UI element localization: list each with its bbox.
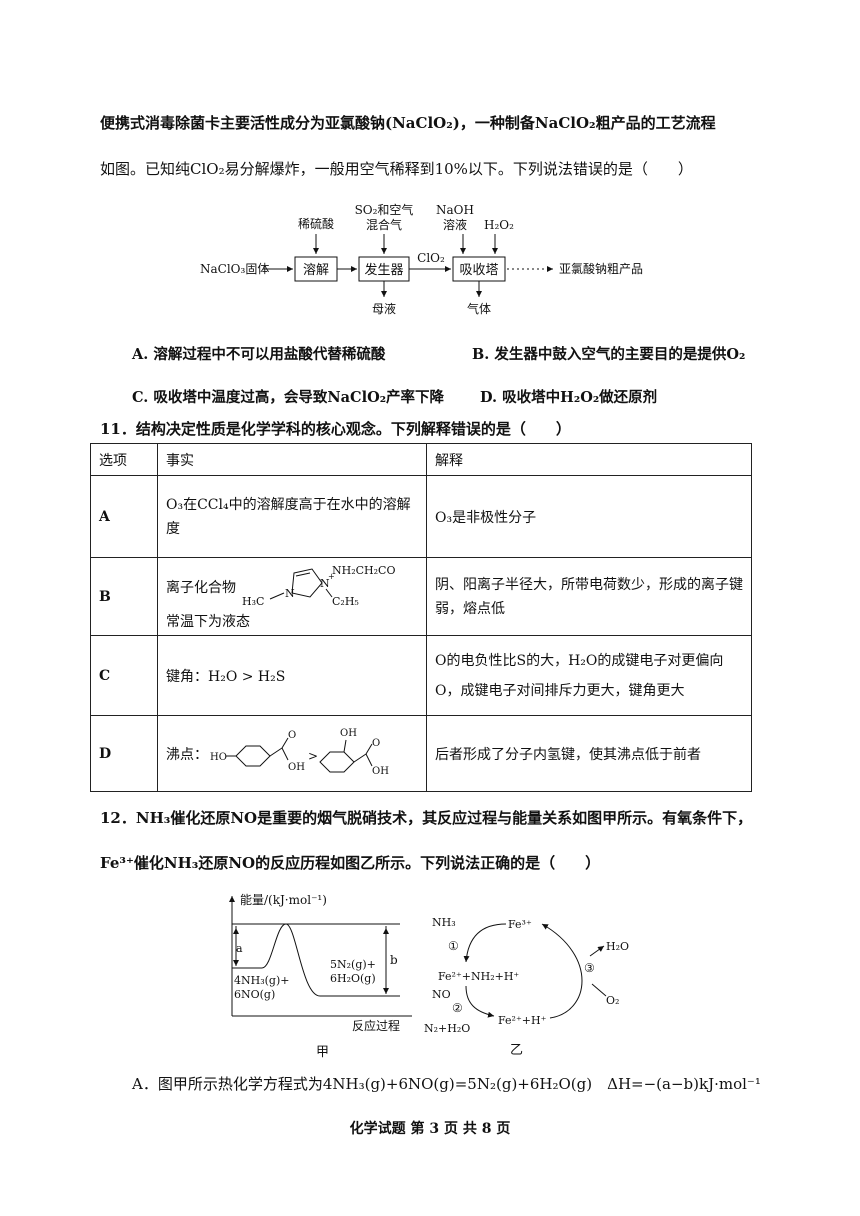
row-c-option: C (90, 635, 158, 716)
products-line2: 6H₂O(g) (330, 972, 376, 985)
q10-option-a: A. 溶解过程中不可以用盐酸代替稀硫酸 (132, 346, 386, 363)
fig1-caption: 甲 (316, 1045, 329, 1060)
q10-option-d: D. 吸收塔中H₂O₂做还原剂 (480, 389, 658, 406)
svg-text:O: O (288, 730, 296, 741)
x-axis-label: 反应过程 (352, 1018, 400, 1033)
svg-text:H₃C: H₃C (242, 595, 264, 608)
q10-line1: 便携式消毒除菌卡主要活性成分为亚氯酸钠(NaClO₂)，一种制备NaClO₂粗产… (100, 114, 716, 132)
row-c-fact: 键角：H₂O > H₂S (157, 635, 427, 716)
cycle-nh3: NH₃ (432, 916, 456, 929)
q11-table: 选项 事实 解释 A O₃在CCl₄中的溶解度高于在水中的溶解度 O₃是非极性分… (90, 443, 752, 792)
q10-line2: 如图。已知纯ClO₂易分解爆炸，一般用空气稀释到10%以下。下列说法错误的是（ … (100, 160, 693, 178)
q12-line2: Fe³⁺催化NH₃还原NO的反应历程如图乙所示。下列说法正确的是（ ） (100, 854, 601, 872)
table-row: D 沸点： HO O OH > OH (90, 715, 752, 792)
svg-text:C₂H₅: C₂H₅ (332, 595, 359, 608)
process-flow-diagram: NaClO₃固体 溶解 稀硫酸 发生器 SO₂和空气 混合气 母液 ClO₂ 吸… (200, 202, 643, 316)
energy-diagram: 能量/(kJ·mol⁻¹) 反应过程 a b 4NH₃(g)+ 6NO(g) 5… (229, 893, 412, 1060)
cycle-no: NO (432, 988, 451, 1001)
ionic-liquid-structure: N N + H₃C NH₂CH₂COO⁻ C₂H₅ (242, 564, 396, 608)
row-b-fact-a: 离子化合物 (166, 579, 236, 596)
cycle-fe3: Fe³⁺ (508, 918, 532, 931)
cycle-step1: ① (448, 939, 459, 953)
row-b-option: B (90, 557, 158, 636)
y-axis-label: 能量/(kJ·mol⁻¹) (240, 893, 327, 907)
row-d-explain: 后者形成了分子内氢键，使其沸点低于前者 (426, 715, 752, 792)
flow-box2-top1: SO₂和空气 (355, 202, 414, 217)
svg-text:N: N (320, 577, 330, 590)
table-header-fact: 事实 (157, 443, 427, 476)
cycle-h2o: H₂O (606, 940, 629, 953)
row-b-explain: 阴、阳离子半径大，所带电荷数少，形成的离子键弱，熔点低 (426, 557, 752, 636)
cycle-mid: Fe²⁺+NH₂+H⁺ (438, 970, 519, 983)
row-a-fact: O₃在CCl₄中的溶解度高于在水中的溶解度 (157, 475, 427, 558)
cycle-step2: ② (452, 1001, 463, 1015)
svg-text:OH: OH (372, 766, 389, 777)
reactants-line2: 6NO(g) (234, 988, 275, 1001)
q12-line1: 12．NH₃催化还原NO是重要的烟气脱硝技术，其反应过程与能量关系如图甲所示。有… (100, 809, 753, 827)
products-line1: 5N₂(g)+ (330, 958, 376, 971)
row-d-option: D (90, 715, 158, 792)
flow-box2-bottom: 母液 (372, 301, 396, 316)
flow-mid-label: ClO₂ (417, 251, 445, 265)
flow-box3-top1b: 溶液 (443, 217, 467, 232)
label-b: b (390, 953, 398, 967)
hydroxybenzoic-acids-structures: HO O OH > OH O OH (210, 728, 389, 777)
table-row: C 键角：H₂O > H₂S O的电负性比S的大，H₂O的成键电子对更偏向O，成… (90, 635, 752, 716)
svg-text:OH: OH (340, 728, 357, 739)
flow-box-generator-label: 发生器 (364, 262, 403, 278)
reactants-line1: 4NH₃(g)+ (234, 974, 289, 987)
fig2-caption: 乙 (510, 1043, 523, 1058)
flow-box-dissolve-label: 溶解 (303, 263, 329, 278)
cycle-fe2h: Fe²⁺+H⁺ (498, 1014, 547, 1027)
svg-text:+: + (328, 572, 335, 581)
q12-option-a: A．图甲所示热化学方程式为4NH₃(g)+6NO(g)=5N₂(g)+6H₂O(… (132, 1075, 761, 1093)
flow-output: 亚氯酸钠粗产品 (559, 261, 643, 276)
row-a-option: A (90, 475, 158, 558)
flow-box2-top2: 混合气 (366, 217, 402, 232)
svg-text:OH: OH (288, 762, 305, 773)
table-row: B 离子化合物 N N + H₃C NH₂CH₂COO⁻ C₂H₅ 常温下为液态 (90, 557, 752, 636)
cycle-o2: O₂ (606, 994, 619, 1007)
q10-option-b: B. 发生器中鼓入空气的主要目的是提供O₂ (472, 346, 746, 363)
label-a: a (236, 942, 243, 955)
table-row: A O₃在CCl₄中的溶解度高于在水中的溶解度 O₃是非极性分子 (90, 475, 752, 558)
row-c-explain: O的电负性比S的大，H₂O的成键电子对更偏向O，成键电子对间排斥力更大，键角更大 (426, 635, 752, 716)
svg-text:NH₂CH₂COO⁻: NH₂CH₂COO⁻ (332, 564, 396, 577)
q11-stem: 11．结构决定性质是化学学科的核心观念。下列解释错误的是（ ） (100, 420, 571, 438)
row-a-explain: O₃是非极性分子 (426, 475, 752, 558)
flow-box-absorber-label: 吸收塔 (459, 263, 498, 278)
row-b-fact-b: 常温下为液态 (166, 613, 250, 630)
flow-box3-top1a: NaOH (436, 203, 474, 217)
svg-text:HO: HO (210, 752, 227, 763)
table-header-explain: 解释 (426, 443, 752, 476)
cycle-step3: ③ (584, 961, 595, 975)
table-header-option: 选项 (90, 443, 158, 476)
svg-text:O: O (372, 738, 380, 749)
svg-text:>: > (308, 749, 318, 763)
flow-box1-top: 稀硫酸 (298, 216, 334, 231)
q10-option-c: C. 吸收塔中温度过高，会导致NaClO₂产率下降 (132, 389, 445, 406)
flow-box3-bottom: 气体 (467, 301, 491, 316)
svg-text:N: N (285, 587, 295, 600)
catalytic-cycle-diagram: NH₃ Fe³⁺ ① Fe²⁺+NH₂+H⁺ NO ② N₂+H₂O Fe²⁺+… (424, 916, 629, 1058)
page-footer: 化学试题 第 3 页 共 8 页 (349, 1121, 511, 1137)
flow-input: NaClO₃固体 (200, 262, 269, 276)
cycle-prod: N₂+H₂O (424, 1022, 470, 1035)
flow-box3-top2: H₂O₂ (484, 218, 514, 232)
row-d-fact: 沸点： (166, 746, 208, 763)
